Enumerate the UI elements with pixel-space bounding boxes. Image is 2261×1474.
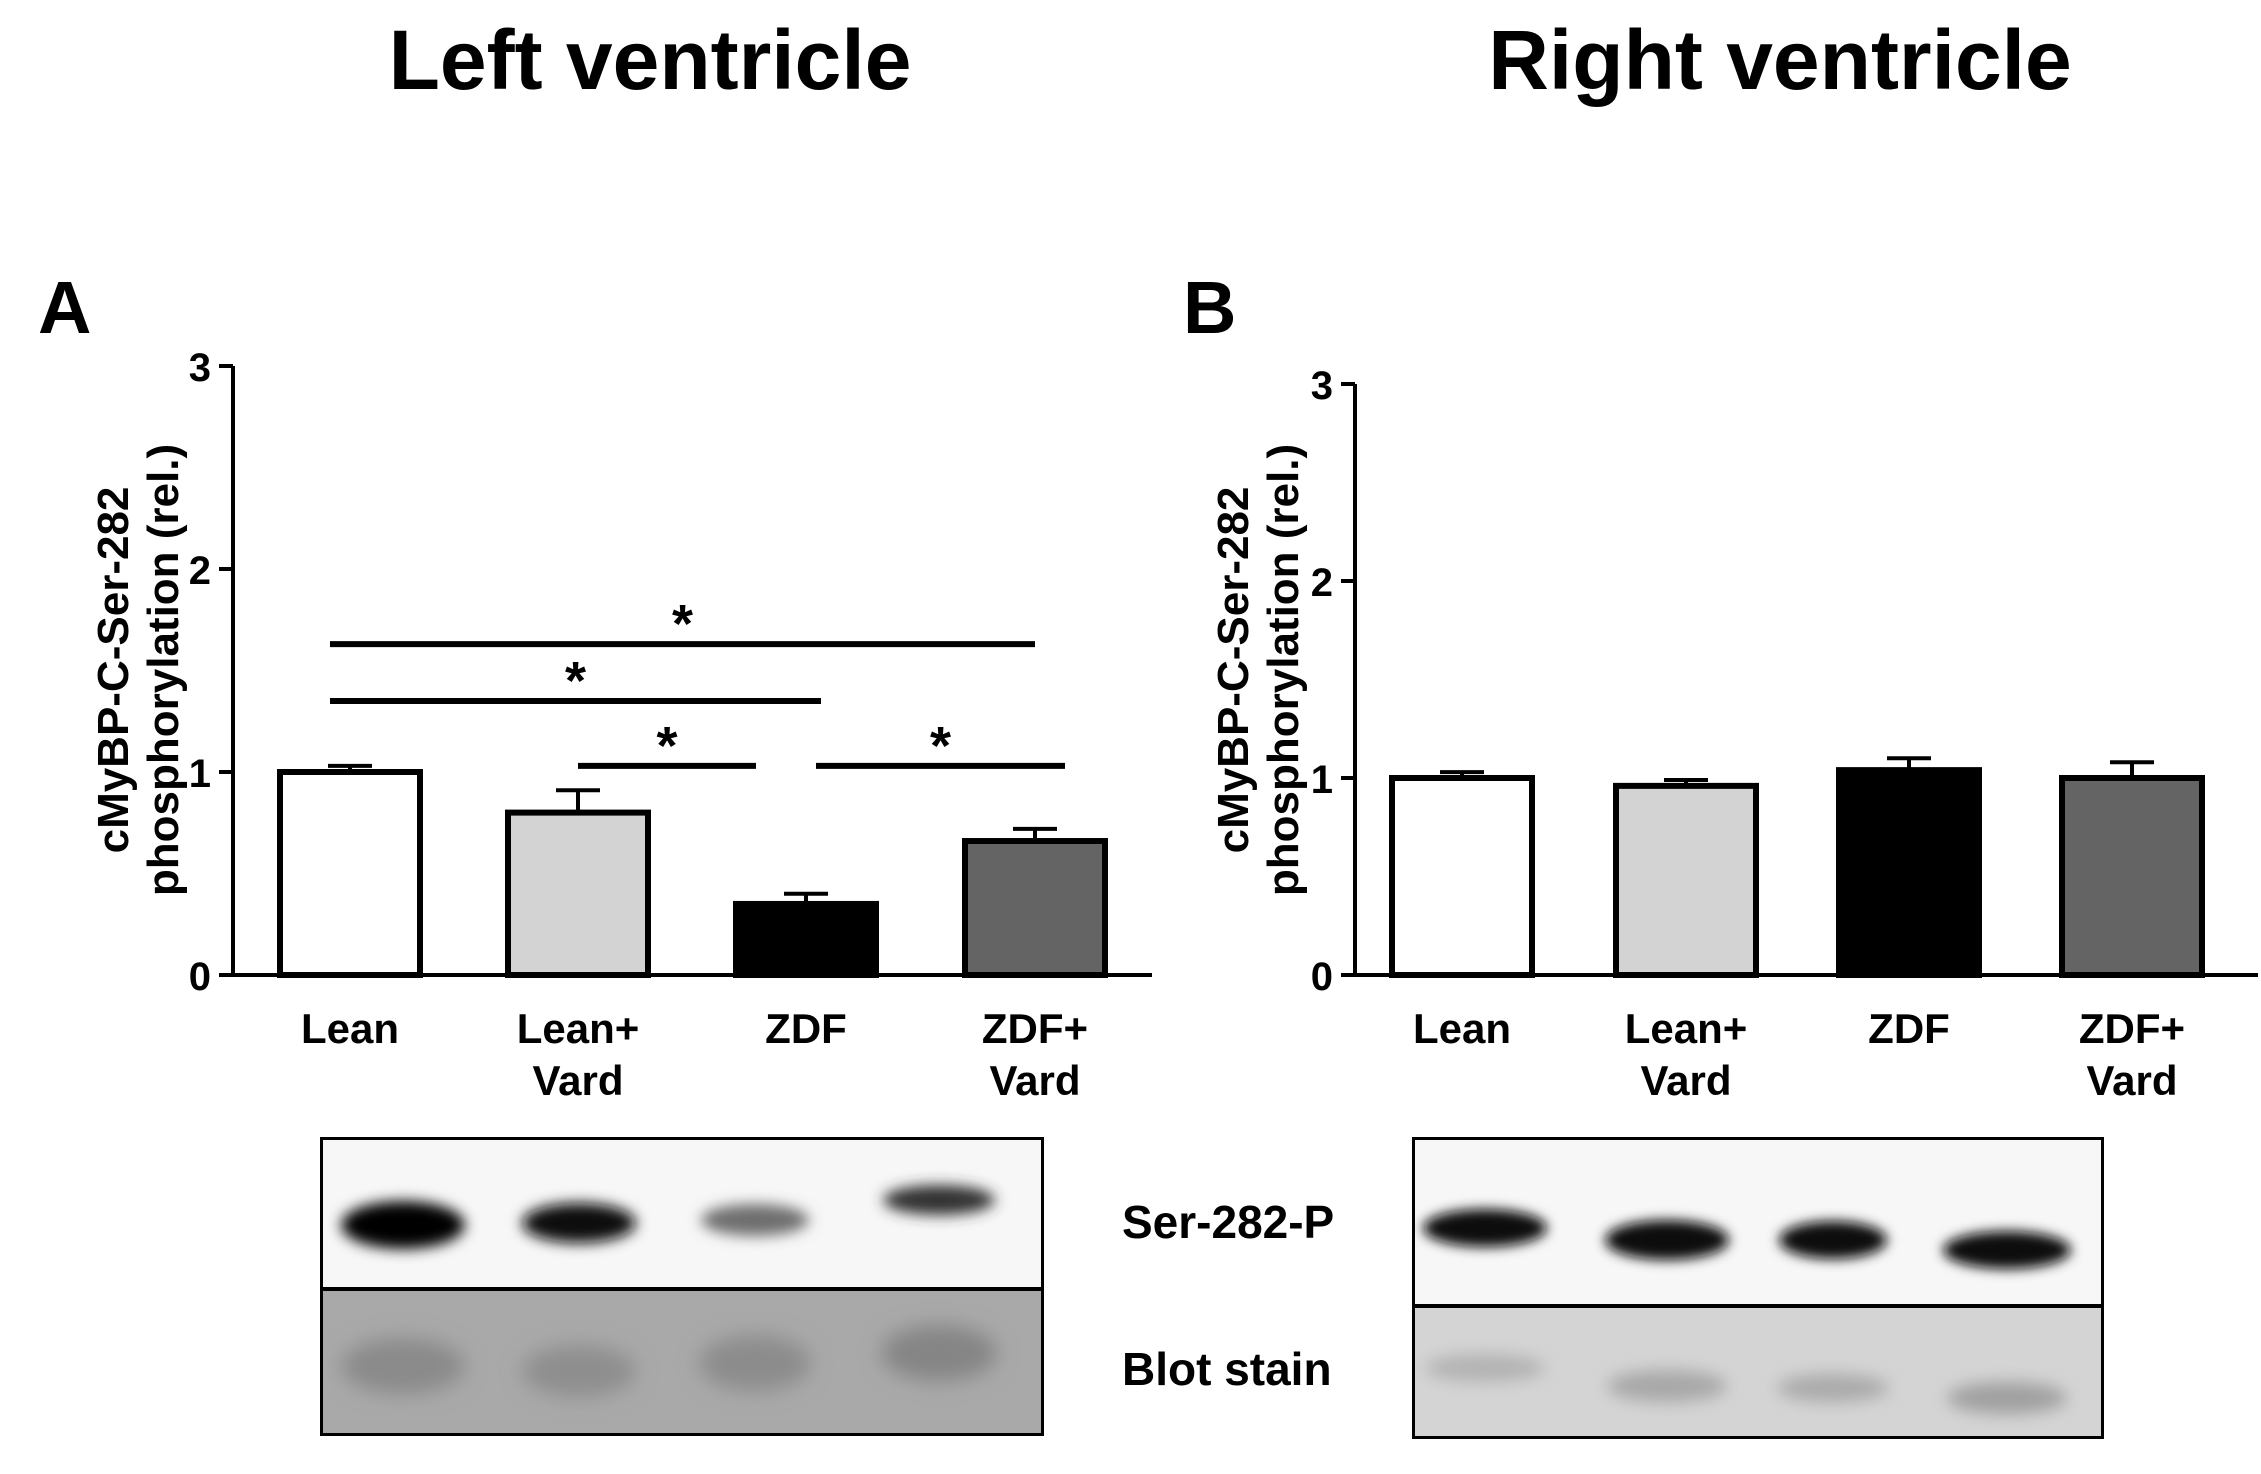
x-tick-label: Lean+ [517,1005,640,1052]
stain-lean-rv [1425,1354,1545,1382]
stain-zdf-vard [881,1325,997,1381]
y-tick-label: 1 [189,752,211,796]
band-zdf-vard-phospho-rv [1943,1231,2071,1269]
x-tick-label: ZDF+ [2079,1005,2185,1052]
y-tick-label: 1 [1311,758,1333,802]
bar [2059,775,2205,978]
panel-letter-a: A [38,266,92,349]
y-axis-label-line: phosphorylation (rel.) [139,444,188,896]
x-tick-label: Vard [989,1057,1080,1104]
blot-a-phospho [320,1137,1044,1290]
y-tick-label: 2 [189,549,211,593]
significance-star: * [672,594,693,654]
band-lean-phospho-rv [1423,1209,1547,1247]
bar [962,838,1108,979]
bar [1613,782,1759,978]
y-tick-label: 2 [1311,561,1333,605]
bar [1836,767,1982,978]
y-tick-label: 3 [189,346,211,390]
y-axis-label-line: cMyBP-C-Ser-282 [89,487,138,854]
y-tick-label: 3 [1311,364,1333,408]
stain-zdf-vard-rv [1947,1382,2067,1414]
bar [505,809,651,978]
band-zdf-phospho-rv [1779,1221,1887,1259]
right-ventricle-title: Right ventricle [1488,13,2072,107]
y-tick-label: 0 [189,955,211,999]
significance-star: * [656,716,677,776]
significance-star: * [930,716,951,776]
bar [1389,775,1535,978]
x-tick-label: Lean [301,1005,399,1052]
left-ventricle-title: Left ventricle [388,13,912,107]
x-tick-label: Lean [1413,1005,1511,1052]
y-axis-label-line: cMyBP-C-Ser-282 [1209,487,1258,854]
x-tick-label: Lean+ [1625,1005,1748,1052]
stain-lean-vard-rv [1607,1370,1727,1402]
y-axis-label-line: phosphorylation (rel.) [1259,444,1308,896]
x-tick-label: Vard [532,1057,623,1104]
band-zdf-phospho [701,1204,809,1236]
band-lean-vard-phospho-rv [1605,1220,1729,1260]
significance-star: * [565,651,586,711]
x-tick-label: ZDF [765,1005,847,1052]
stain-zdf-rv [1777,1374,1889,1402]
band-lean-vard-phospho [522,1203,636,1243]
stain-zdf [699,1335,811,1391]
blot-b-phospho [1412,1137,2104,1307]
band-lean-phospho [341,1201,465,1249]
blot-label-stain: Blot stain [1122,1343,1332,1395]
band-zdf-vard-phospho [883,1185,995,1215]
x-tick-label: ZDF [1868,1005,1950,1052]
x-tick-label: Vard [1640,1057,1731,1104]
blot-label-phospho: Ser-282-P [1122,1196,1335,1248]
y-tick-label: 0 [1311,955,1333,999]
stain-lean [341,1338,465,1394]
x-tick-label: ZDF+ [982,1005,1088,1052]
bar [277,769,423,978]
panel-letter-b: B [1183,266,1237,349]
blot-b-stain [1412,1305,2104,1439]
bar [733,900,879,979]
x-tick-label: Vard [2086,1057,2177,1104]
blot-a-stain [320,1288,1044,1436]
stain-lean-vard [522,1345,636,1397]
